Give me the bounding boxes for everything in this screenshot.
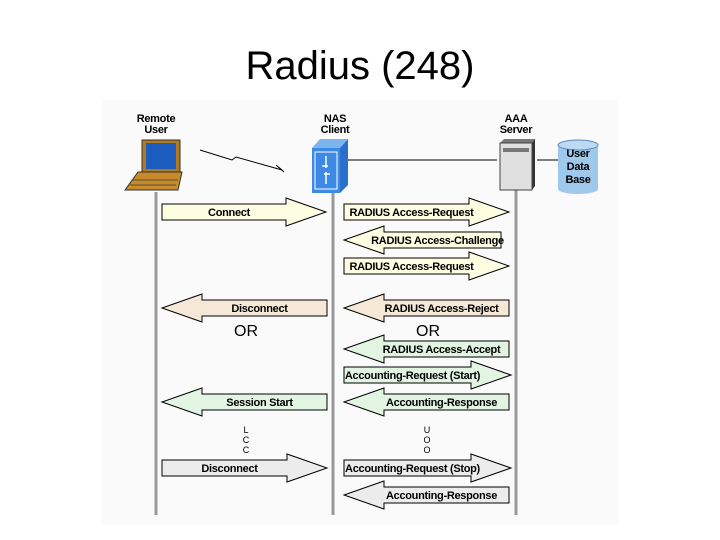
message-arrow: RADIUS Access-Challenge xyxy=(342,225,504,255)
message-arrow: RADIUS Access-Reject xyxy=(342,293,510,323)
or-label-right: OR xyxy=(416,323,440,340)
message-arrow: Accounting-Response xyxy=(342,387,510,417)
arrow-shape xyxy=(343,453,513,483)
arrow-shape xyxy=(342,480,510,510)
nas-client-label-2: Client xyxy=(321,124,350,136)
slide-title: Radius (248) xyxy=(245,44,475,88)
remote-user-label-1: Remote xyxy=(137,113,176,125)
nas-router-icon xyxy=(312,139,348,193)
message-arrow: Accounting-Request (Stop) xyxy=(343,453,513,483)
db-label-1: User xyxy=(566,148,590,160)
arrow-shape xyxy=(342,387,510,417)
laptop-icon xyxy=(124,139,183,191)
remote-user-label-2: User xyxy=(144,124,168,136)
message-arrow: RADIUS Access-Request xyxy=(343,251,511,281)
db-label-2: Data xyxy=(567,161,591,173)
aaa-server-label-2: Server xyxy=(500,124,533,136)
db-label-3: Base xyxy=(565,174,590,186)
arrow-shape xyxy=(161,453,329,483)
arrow-shape xyxy=(342,293,510,323)
message-arrow: Accounting-Request (Start) xyxy=(343,360,513,390)
or-label-left: OR xyxy=(234,323,258,340)
message-arrow: Accounting-Response xyxy=(342,480,510,510)
arrow-shape xyxy=(160,387,328,417)
message-arrow: Session Start xyxy=(160,387,328,417)
message-arrow: Connect xyxy=(161,197,328,227)
arrow-label: Accounting-Request (Start) xyxy=(345,370,481,382)
arrow-label: Connect xyxy=(208,207,251,219)
arrow-label: RADIUS Access-Reject xyxy=(384,303,499,315)
dial-up-link-icon xyxy=(199,149,285,173)
arrow-shape xyxy=(343,251,511,281)
message-arrow: Disconnect xyxy=(160,293,328,323)
arrow-shape xyxy=(342,334,510,364)
arrow-label: Disconnect xyxy=(231,303,288,315)
nas-client-label-1: NAS xyxy=(324,113,346,125)
ellipsis-right-2: O xyxy=(423,435,430,445)
database-icon: User Data Base xyxy=(557,139,599,194)
message-arrow: RADIUS Access-Request xyxy=(343,197,511,227)
ellipsis-left-3: C xyxy=(243,445,250,455)
arrow-label: Accounting-Response xyxy=(386,490,497,502)
aaa-server-label-1: AAA xyxy=(505,113,528,125)
arrow-shape xyxy=(343,197,511,227)
ellipsis-right-1: U xyxy=(424,425,431,435)
arrow-shape xyxy=(343,360,513,390)
arrow-label: Session Start xyxy=(226,397,293,409)
arrow-shape xyxy=(160,293,328,323)
arrow-label: Disconnect xyxy=(201,463,258,475)
lifelines xyxy=(154,190,518,515)
arrow-label: RADIUS Access-Challenge xyxy=(371,235,504,247)
ellipsis-left-1: L xyxy=(243,425,248,435)
arrow-label: Accounting-Response xyxy=(386,397,497,409)
arrow-label: RADIUS Access-Accept xyxy=(383,344,501,356)
arrow-label: RADIUS Access-Request xyxy=(349,261,474,273)
ellipsis-left-2: C xyxy=(243,435,250,445)
arrow-shape xyxy=(161,197,328,227)
message-arrow: RADIUS Access-Accept xyxy=(342,334,510,364)
arrow-label: Accounting-Request (Stop) xyxy=(345,463,481,475)
server-icon xyxy=(499,139,535,191)
arrow-label: RADIUS Access-Request xyxy=(349,207,474,219)
message-arrow: Disconnect xyxy=(161,453,329,483)
ellipsis-right-3: O xyxy=(423,445,430,455)
arrow-shape xyxy=(342,225,502,255)
